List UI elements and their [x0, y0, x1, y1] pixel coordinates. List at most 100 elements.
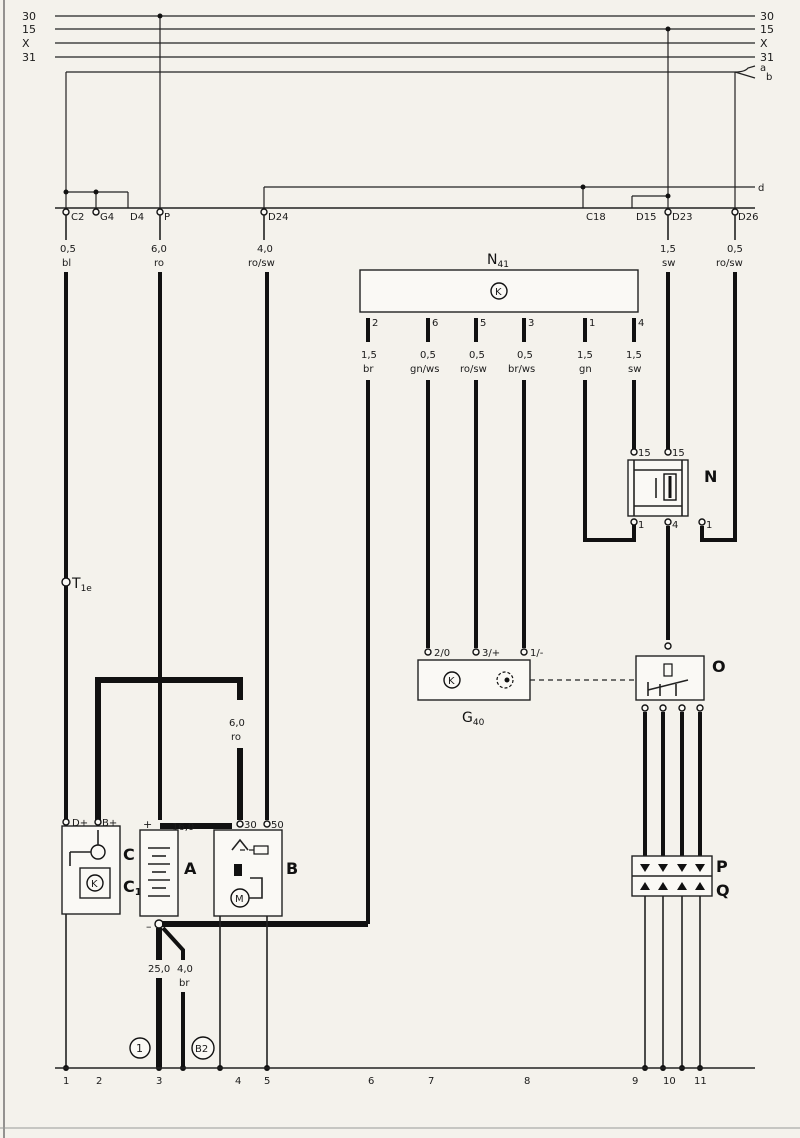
- n41-pin-6: 6: [432, 318, 438, 329]
- n41-pin-5: 5: [480, 318, 486, 329]
- n41-pin-2: 2: [372, 318, 378, 329]
- b-motor-m: M: [235, 894, 244, 905]
- b-label: B: [286, 859, 298, 878]
- n41-w1-color: gn: [579, 364, 592, 375]
- terminal-d26: D26: [738, 212, 758, 223]
- n41-w1-gauge: 1,5: [577, 350, 593, 361]
- ground-wire-gauge-1: 25,0: [148, 964, 170, 975]
- col-num-7: 7: [428, 1076, 434, 1087]
- n41-w4-color: sw: [628, 364, 641, 375]
- ground-wire-gauge-2: 4,0: [177, 964, 193, 975]
- wire-sw-color: sw: [662, 258, 675, 269]
- col-num-6: 6: [368, 1076, 374, 1087]
- bus-label-d: d: [758, 183, 764, 194]
- main-wires: [64, 215, 737, 820]
- ground-ref-b2: B2: [195, 1044, 208, 1055]
- wire-bl-color: bl: [62, 258, 71, 269]
- n41-w5-color: ro/sw: [460, 364, 487, 375]
- terminal-d23: D23: [672, 212, 692, 223]
- module-n41: N41 K 2 6 5 3 1 4 1,5 br 0,5 gn/ws 0,5 r…: [359, 252, 644, 924]
- col-num-4: 4: [235, 1076, 241, 1087]
- ground-ref-1: 1: [136, 1042, 143, 1055]
- g40-pin-3-plus: 3/+: [482, 648, 500, 659]
- bus-lines: 30 15 X 31 30 15 X 31 a b: [22, 10, 774, 208]
- bus-label-30-right: 30: [760, 10, 774, 23]
- g40-symbol-k: K: [448, 676, 455, 687]
- terminal-p: P: [164, 212, 170, 223]
- q-label: Q: [716, 881, 730, 900]
- wire-ro-color: ro: [154, 258, 164, 269]
- component-c: 6,0 ro D+ B+ K C C1: [61, 677, 245, 1071]
- bus-label-x-left: X: [22, 37, 30, 50]
- ground-wire-color-2: br: [179, 978, 190, 989]
- c-label: C: [123, 845, 135, 864]
- top-wire-labels: 0,5 bl 6,0 ro 4,0 ro/sw 1,5 sw 0,5 ro/sw: [60, 244, 743, 269]
- wire-rosw-gauge: 4,0: [257, 244, 273, 255]
- b-pin-50: 50: [271, 820, 284, 831]
- n41-symbol-k: K: [495, 287, 502, 298]
- fusebox-row: d C2 G4 D4 P D24 C18 D15 D23 D26: [55, 183, 764, 223]
- c-pin-dplus: D+: [72, 818, 88, 829]
- n41-pin-1: 1: [589, 318, 595, 329]
- a-label: A: [184, 859, 197, 878]
- c-symbol-k: K: [91, 879, 98, 890]
- terminal-c2: C2: [71, 212, 84, 223]
- sensor-g40: 2/0 3/+ 1/- K G40: [417, 648, 636, 728]
- col-num-9: 9: [632, 1076, 638, 1087]
- bus-label-31-left: 31: [22, 51, 36, 64]
- bus-label-30-left: 30: [22, 10, 36, 23]
- relay-n-pin-15a: 15: [638, 448, 651, 459]
- component-a: 16,0 + A – 25,0 4,0 br 1 B2: [129, 818, 368, 1071]
- bus-label-31-right: 31: [760, 51, 774, 64]
- n41-w6-color: gn/ws: [410, 364, 439, 375]
- col-num-8: 8: [524, 1076, 530, 1087]
- g40-pin-2-0: 2/0: [434, 648, 450, 659]
- p-label: P: [716, 857, 728, 876]
- col-num-3: 3: [156, 1076, 162, 1087]
- t1e-label: T1e: [71, 576, 92, 594]
- wire-rosw-color: ro/sw: [248, 258, 275, 269]
- component-b: 30 50 M B: [213, 820, 298, 1071]
- c1-label: C1: [123, 877, 142, 898]
- connector-t1e: T1e: [61, 576, 92, 594]
- terminal-d24: D24: [268, 212, 288, 223]
- g40-label: G40: [462, 710, 485, 728]
- loop-wire-gauge: 6,0: [229, 718, 245, 729]
- wire-sw-gauge: 1,5: [660, 244, 676, 255]
- bus-label-b: b: [766, 72, 772, 83]
- wire-bl-gauge: 0,5: [60, 244, 76, 255]
- wire-ro-gauge: 6,0: [151, 244, 167, 255]
- n41-w2-gauge: 1,5: [361, 350, 377, 361]
- relay-n-pin-1b: 1: [706, 520, 712, 531]
- n41-wires: [366, 318, 636, 924]
- col-num-5: 5: [264, 1076, 270, 1087]
- n41-w6-gauge: 0,5: [420, 350, 436, 361]
- loop-wire-color: ro: [231, 732, 241, 743]
- n41-w2-color: br: [363, 364, 374, 375]
- relay-n-pin-1a: 1: [638, 520, 644, 531]
- n41-label: N41: [487, 252, 509, 270]
- o-label: O: [712, 657, 726, 676]
- terminal-g4: G4: [100, 212, 114, 223]
- col-num-2: 2: [96, 1076, 102, 1087]
- n41-wire-labels: 1,5 br 0,5 gn/ws 0,5 ro/sw 0,5 br/ws 1,5…: [361, 350, 642, 375]
- terminal-c18: C18: [586, 212, 606, 223]
- wire-rosw2-color: ro/sw: [716, 258, 743, 269]
- bus-label-15-left: 15: [22, 23, 36, 36]
- bus-label-15-right: 15: [760, 23, 774, 36]
- b-pin-30: 30: [244, 820, 257, 831]
- c-pin-bplus: B+: [102, 818, 117, 829]
- bus-label-x-right: X: [760, 37, 768, 50]
- relay-n-pin-15b: 15: [672, 448, 685, 459]
- n41-pin-4: 4: [638, 318, 644, 329]
- component-pq: P Q: [631, 855, 730, 1071]
- relay-n-label: N: [704, 467, 717, 486]
- a-plus: +: [143, 818, 152, 831]
- terminal-d4: D4: [130, 212, 144, 223]
- component-o: O: [635, 642, 726, 860]
- col-num-1: 1: [63, 1076, 69, 1087]
- a-wire-label: 16,0: [172, 822, 194, 833]
- bus-label-a: a: [760, 63, 766, 74]
- n41-pin-3: 3: [528, 318, 534, 329]
